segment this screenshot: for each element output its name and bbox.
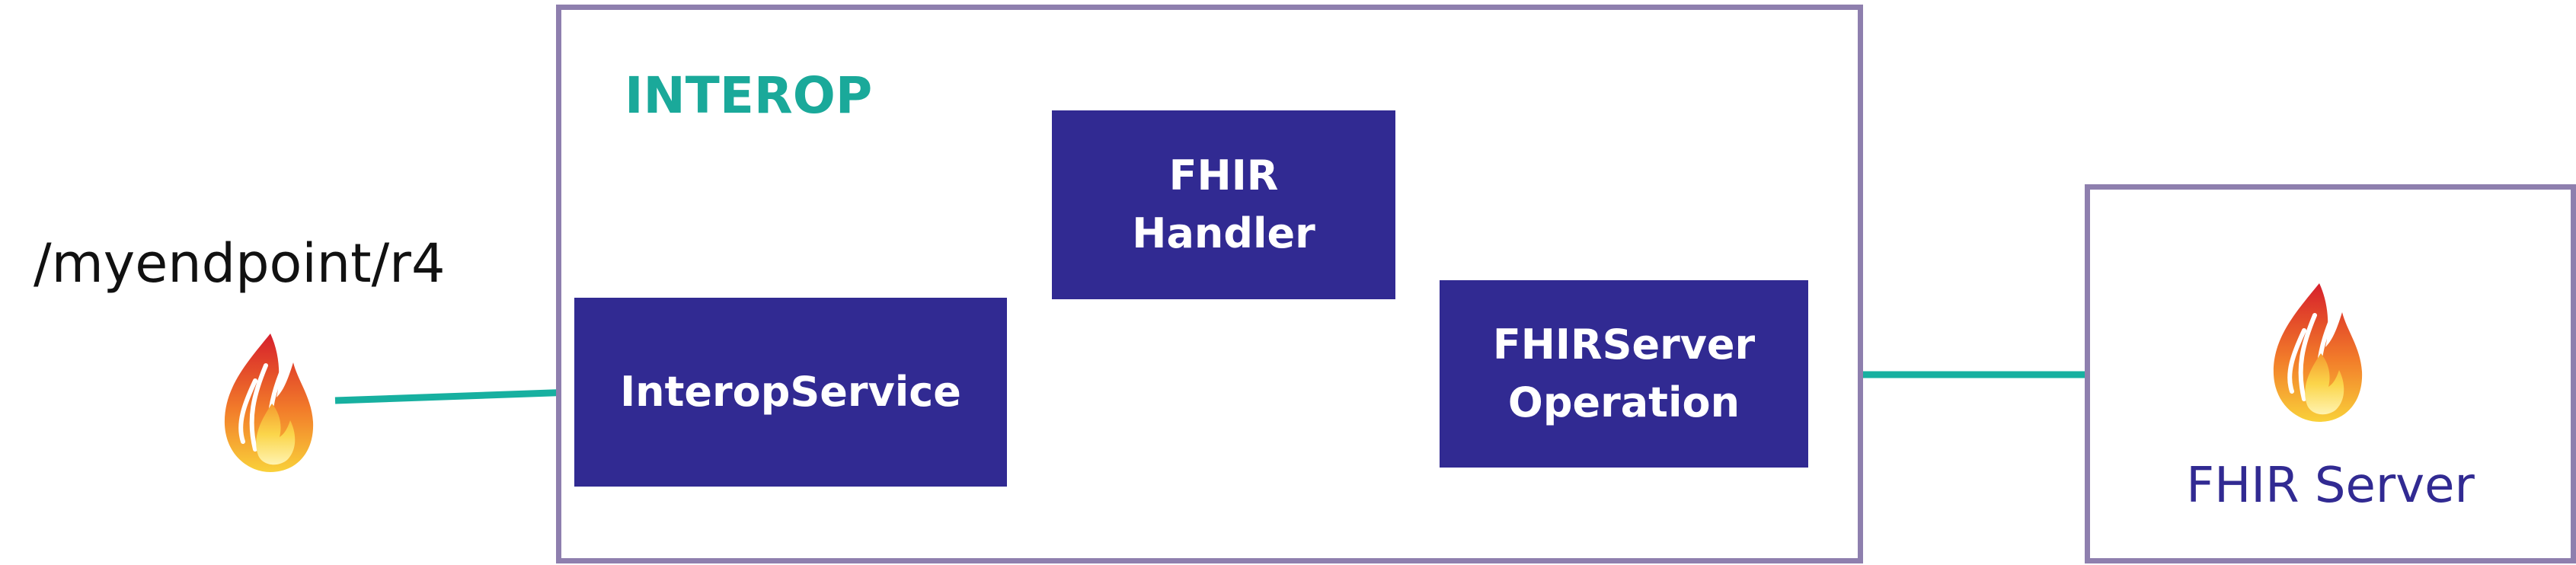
interop-container-label: INTEROP xyxy=(625,66,873,125)
interop-service-node: InteropService xyxy=(574,298,1007,487)
fhir-handler-label: FHIR Handler xyxy=(1132,152,1315,257)
fhir-flame-icon xyxy=(224,334,314,472)
link-endpoint-to-interopservice xyxy=(334,388,574,404)
endpoint-path-label: /myendpoint/r4 xyxy=(34,232,446,295)
fhir-server-operation-label: FHIRServer Operation xyxy=(1492,321,1756,426)
fhir-handler-node: FHIR Handler xyxy=(1052,110,1395,299)
fhir-server-label: FHIR Server xyxy=(2186,458,2475,514)
interop-service-label: InteropService xyxy=(620,368,961,416)
fhir-flame-icon xyxy=(2273,283,2363,422)
fhir-server-operation-node: FHIRServer Operation xyxy=(1440,280,1808,468)
